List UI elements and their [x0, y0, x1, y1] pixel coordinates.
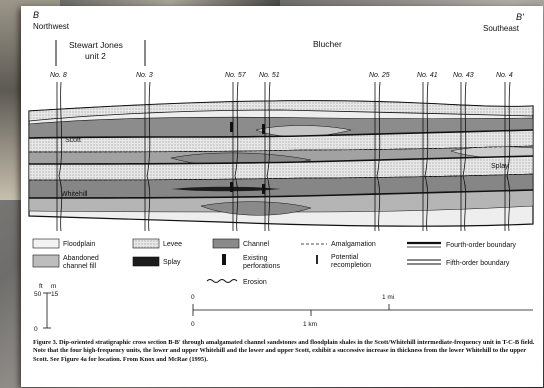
legend-swatch-floodplain: [33, 239, 59, 248]
well-label-no-41: No. 41: [417, 72, 438, 79]
well-label-no-25: No. 25: [369, 72, 390, 79]
legend-swatch-abandoned: [33, 255, 59, 267]
figure-card: B Northwest B' Southeast Stewart Jones u…: [21, 6, 543, 387]
unit-label-scott: Scott: [65, 137, 81, 144]
legend-recompletion-2: recompletion: [331, 262, 371, 269]
legend: Floodplain Abandoned channel fill Levee …: [33, 239, 517, 286]
well-label-no-3: No. 3: [136, 72, 153, 79]
legend-fourth-order: Fourth-order boundary: [446, 242, 517, 249]
legend-abandoned-2: channel fill: [63, 263, 97, 270]
cross-section-body: [29, 101, 533, 226]
horizontal-scale: 0 1 mi 0 1 km: [191, 294, 533, 328]
well-label-no-57: No. 57: [225, 72, 247, 79]
well-label-no-4: No. 4: [496, 72, 513, 79]
scale-mi-label: 1 mi: [382, 294, 394, 301]
scale-ft-label: ft: [39, 283, 43, 290]
section-left-direction: Northwest: [33, 22, 70, 31]
well-label-no-43: No. 43: [453, 72, 474, 79]
legend-swatch-channel: [213, 239, 239, 248]
scale-mi-zero: 0: [191, 294, 195, 301]
section-right-label: B': [516, 12, 524, 22]
section-right-direction: Southeast: [483, 24, 520, 33]
scale-km-zero: 0: [191, 321, 195, 328]
figure-caption: Figure 3. Dip-oriented stratigraphic cro…: [33, 339, 538, 364]
legend-recompletion-1: Potential: [331, 254, 359, 261]
legend-channel: Channel: [243, 241, 270, 248]
legend-abandoned-1: Abandoned: [63, 255, 99, 262]
legend-perforations-1: Existing: [243, 255, 268, 262]
legend-erosion: Erosion: [243, 279, 267, 286]
legend-amalgamation: Amalgamation: [331, 241, 376, 248]
legend-perforations-2: perforations: [243, 263, 280, 270]
section-left-label: B: [33, 10, 39, 20]
field-stewart-jones-unit: unit 2: [85, 51, 106, 61]
legend-fifth-order: Fifth-order boundary: [446, 260, 510, 267]
well-label-no-8: No. 8: [50, 72, 67, 79]
legend-erosion-line: [207, 280, 237, 283]
legend-levee: Levee: [163, 241, 182, 248]
well-label-no-51: No. 51: [259, 72, 280, 79]
vertical-scale: ft m 50 15 0: [34, 283, 59, 333]
unit-label-whitehill: Whitehill: [61, 191, 88, 198]
cross-section-diagram: B Northwest B' Southeast Stewart Jones u…: [21, 6, 543, 387]
scale-m-value: 15: [51, 291, 59, 298]
field-blucher: Blucher: [313, 39, 342, 49]
legend-floodplain: Floodplain: [63, 241, 95, 248]
field-stewart-jones: Stewart Jones: [69, 40, 123, 50]
scale-ft-value: 50: [34, 291, 42, 298]
legend-swatch-splay: [133, 257, 159, 266]
legend-swatch-levee: [133, 239, 159, 248]
scale-zero: 0: [34, 326, 38, 333]
scale-m-label: m: [51, 283, 56, 290]
legend-perforations-icon: [222, 254, 226, 265]
scale-km-label: 1 km: [303, 321, 317, 328]
unit-label-splay: Splay: [491, 163, 509, 170]
legend-splay: Splay: [163, 259, 181, 266]
